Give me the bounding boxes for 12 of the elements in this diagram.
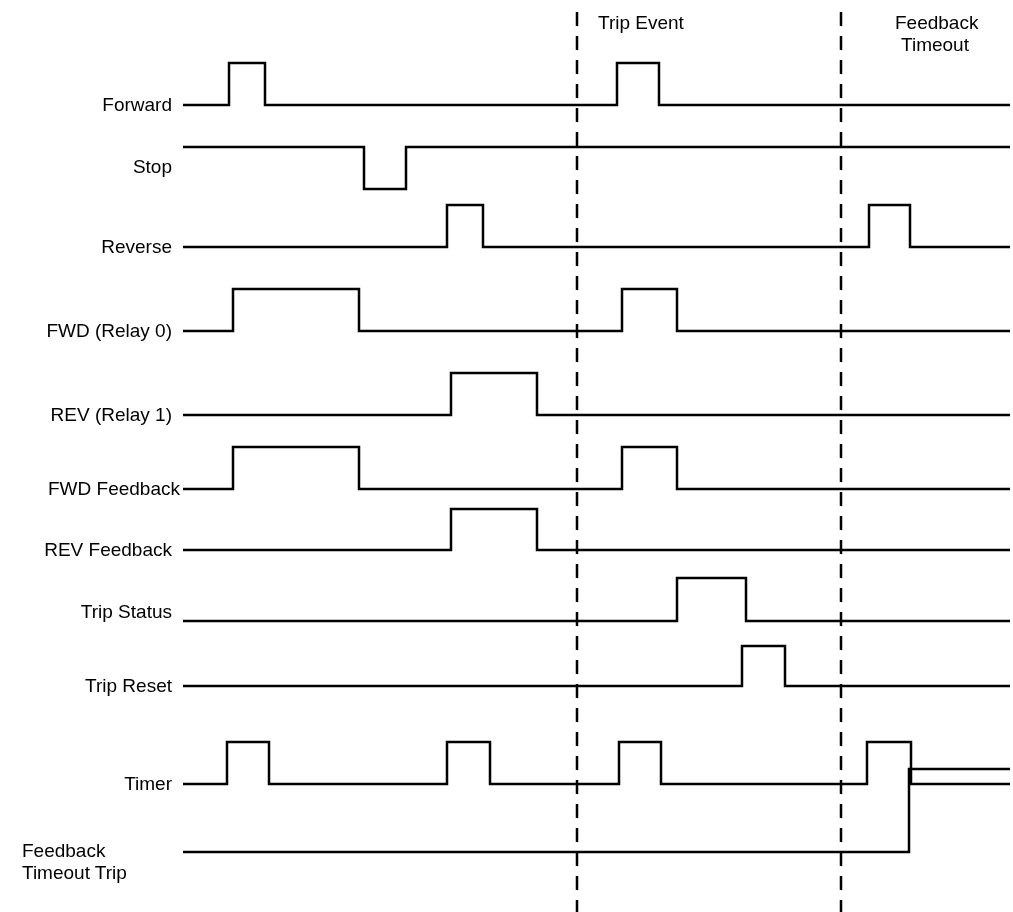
signal-label: Feedback Timeout Trip bbox=[22, 840, 128, 884]
signal-label: Reverse bbox=[101, 236, 172, 258]
signal-label: REV (Relay 1) bbox=[50, 404, 172, 426]
signal-label: FWD (Relay 0) bbox=[46, 320, 172, 342]
signal-label: FWD Feedback bbox=[48, 478, 180, 500]
signal-label: Trip Reset bbox=[85, 675, 172, 697]
signal-label: Timer bbox=[124, 773, 172, 795]
signal-label: Forward bbox=[102, 94, 172, 116]
signal-label: Stop bbox=[132, 156, 172, 178]
event-label: Trip Event bbox=[598, 12, 685, 34]
signal-label: REV Feedback bbox=[44, 539, 172, 561]
signal-label: Trip Status bbox=[80, 601, 172, 623]
